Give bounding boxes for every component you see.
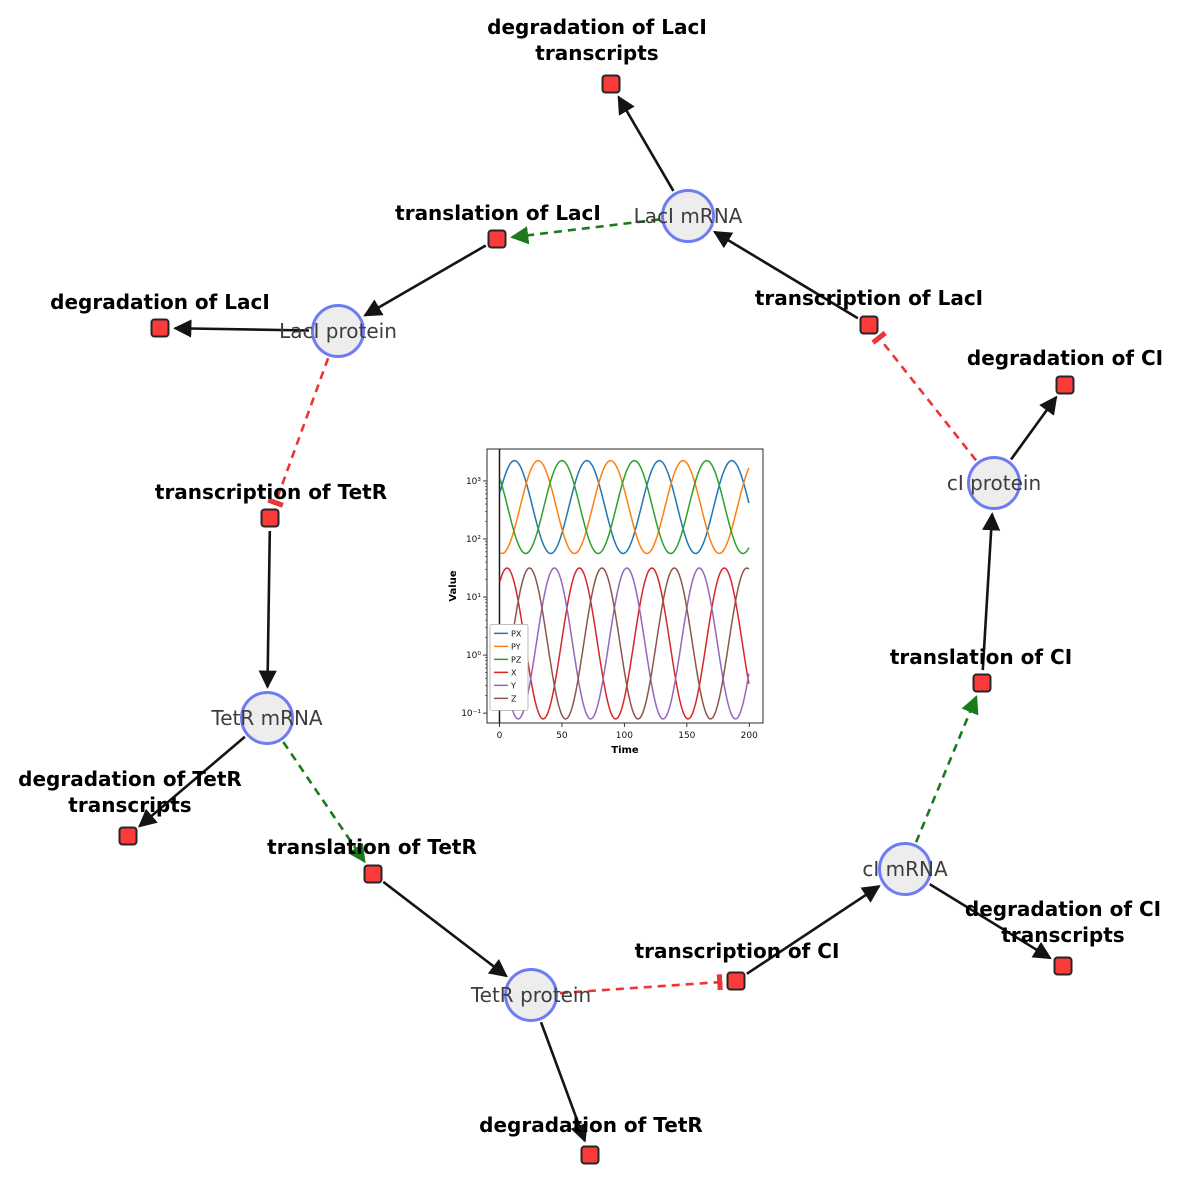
legend-label-PY: PY — [511, 642, 521, 651]
species-label-laci_protein: LacI protein — [279, 319, 397, 343]
reaction-label-line: transcripts — [535, 41, 659, 65]
edge-production-transl_tetr-to-tetr_protein — [382, 880, 508, 978]
reaction-label-transl_ci: translation of CI — [890, 644, 1072, 670]
y-tick-label: 10¹ — [466, 593, 481, 603]
reaction-node-deg_laci_tx[interactable] — [601, 74, 621, 94]
reaction-label-line: transcription of TetR — [154, 480, 388, 504]
reaction-label-line: transcripts — [1001, 923, 1125, 947]
reaction-label-line: degradation of CI — [966, 346, 1164, 370]
edge-consumption-laci_mrna-to-deg_laci_tx — [617, 95, 675, 192]
reaction-label-transc_laci: transcription of LacI — [755, 285, 983, 311]
reaction-node-deg_tetr[interactable] — [580, 1145, 600, 1165]
edge-consumption-tetr_mrna-to-deg_tetr_tx — [138, 735, 246, 828]
reaction-node-transc_ci[interactable] — [726, 971, 746, 991]
species-node-laci_protein[interactable] — [311, 304, 365, 358]
reaction-node-transl_laci[interactable] — [487, 229, 507, 249]
reaction-label-line: transcription of LacI — [754, 286, 984, 310]
species-label-tetr_mrna: TetR mRNA — [211, 706, 323, 730]
reaction-label-deg_tetr: degradation of TetR — [479, 1112, 703, 1138]
reaction-label-line: degradation of LacI — [50, 290, 270, 314]
edge-consumption-ci_mrna-to-deg_ci_tx — [929, 883, 1052, 960]
legend-box — [489, 623, 529, 711]
reaction-node-deg_tetr_tx[interactable] — [118, 826, 138, 846]
reaction-label-transl_tetr: translation of TetR — [267, 834, 477, 860]
reaction-node-deg_ci[interactable] — [1055, 375, 1075, 395]
species-label-ci_protein: cI protein — [946, 471, 1042, 495]
reaction-node-transl_ci[interactable] — [972, 673, 992, 693]
legend-label-Y: Y — [510, 681, 516, 690]
x-tick-label: 0 — [497, 731, 503, 741]
species-node-ci_protein[interactable] — [967, 456, 1021, 510]
legend-label-Z: Z — [511, 694, 517, 703]
legend-label-PZ: PZ — [511, 655, 522, 664]
species-node-tetr_mrna[interactable] — [240, 691, 294, 745]
edge-consumption-tetr_protein-to-deg_tetr — [539, 1021, 588, 1143]
x-tick-label: 100 — [616, 731, 633, 741]
edge-consumption-laci_protein-to-deg_laci — [173, 319, 310, 338]
species-label-ci_mrna: cI mRNA — [862, 857, 948, 881]
reaction-node-transc_tetr[interactable] — [260, 508, 280, 528]
legend-label-PX: PX — [511, 629, 522, 638]
edge-inhibition-ci_protein-to-transc_laci — [871, 330, 978, 462]
reaction-label-transc_tetr: transcription of TetR — [155, 479, 387, 505]
edge-production-transl_laci-to-laci_protein — [363, 244, 487, 317]
species-node-laci_mrna[interactable] — [661, 189, 715, 243]
x-tick-label: 200 — [741, 731, 758, 741]
reaction-label-line: degradation of TetR — [479, 1113, 703, 1137]
series-PY — [499, 459, 750, 555]
reaction-label-line: translation of LacI — [395, 201, 601, 225]
reaction-label-line: transcripts — [68, 793, 192, 817]
species-label-laci_mrna: LacI mRNA — [633, 204, 743, 228]
edge-modifier-laci_mrna-to-transl_laci — [510, 218, 660, 245]
species-node-tetr_protein[interactable] — [504, 968, 558, 1022]
reaction-label-transl_laci: translation of LacI — [395, 200, 601, 226]
reaction-label-line: transcription of CI — [634, 939, 840, 963]
reaction-label-deg_laci: degradation of LacI — [50, 289, 270, 315]
series-X — [499, 567, 750, 720]
edge-production-transl_ci-to-ci_protein — [981, 512, 1001, 671]
y-tick-label: 10³ — [466, 477, 481, 487]
edge-modifier-tetr_mrna-to-transl_tetr — [282, 741, 366, 864]
reaction-node-deg_laci[interactable] — [150, 318, 170, 338]
edge-inhibition-laci_protein-to-transc_tetr — [267, 357, 330, 508]
reaction-label-line: degradation of CI — [964, 897, 1162, 921]
edge-production-transc_ci-to-ci_mrna — [746, 885, 881, 975]
reaction-label-line: degradation of TetR — [18, 767, 242, 791]
legend-label-X: X — [511, 668, 517, 677]
reaction-node-transc_laci[interactable] — [859, 315, 879, 335]
reaction-label-deg_ci: degradation of CI — [967, 345, 1163, 371]
x-tick-label: 50 — [556, 731, 568, 741]
edge-production-transc_tetr-to-tetr_mrna — [258, 530, 277, 689]
y-axis-label: Value — [448, 570, 459, 601]
y-tick-label: 10⁻¹ — [461, 709, 481, 719]
edge-modifier-ci_mrna-to-transl_ci — [914, 695, 979, 843]
y-tick-label: 10² — [466, 535, 481, 545]
reaction-label-transc_ci: transcription of CI — [635, 938, 840, 964]
species-label-tetr_protein: TetR protein — [470, 983, 592, 1007]
reaction-label-line: translation of TetR — [267, 835, 477, 859]
x-tick-label: 150 — [678, 731, 695, 741]
species-node-ci_mrna[interactable] — [878, 842, 932, 896]
series-PZ — [499, 459, 750, 555]
series-Z — [499, 567, 750, 720]
reaction-node-transl_tetr[interactable] — [363, 864, 383, 884]
edge-production-transc_laci-to-laci_mrna — [712, 230, 859, 320]
edge-consumption-ci_protein-to-deg_ci — [1009, 395, 1058, 461]
reaction-label-line: translation of CI — [889, 645, 1073, 669]
y-tick-label: 10⁰ — [466, 651, 481, 661]
x-axis-label: Time — [611, 745, 639, 756]
reaction-label-line: degradation of LacI — [487, 15, 707, 39]
reaction-node-deg_ci_tx[interactable] — [1053, 956, 1073, 976]
